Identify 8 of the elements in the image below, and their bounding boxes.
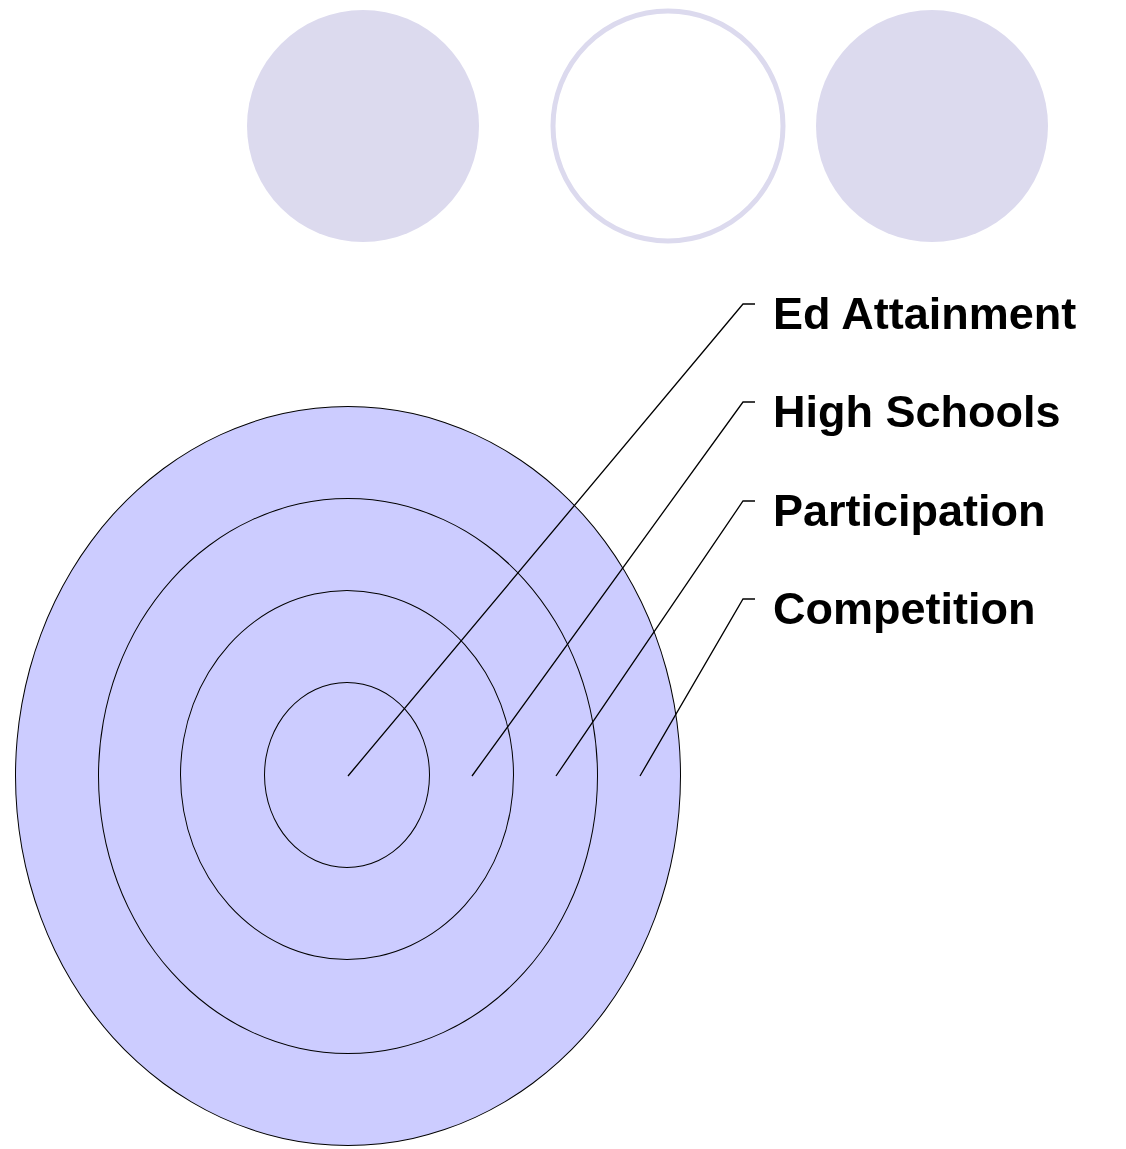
leader-line [555, 500, 756, 777]
leader-line [639, 598, 756, 777]
leader-line [347, 303, 756, 777]
ring-label: Participation [773, 485, 1046, 536]
ring-label: Ed Attainment [773, 288, 1077, 339]
ring-label: Competition [773, 583, 1036, 634]
ring-label: High Schools [773, 386, 1061, 437]
leader-line [471, 401, 756, 777]
